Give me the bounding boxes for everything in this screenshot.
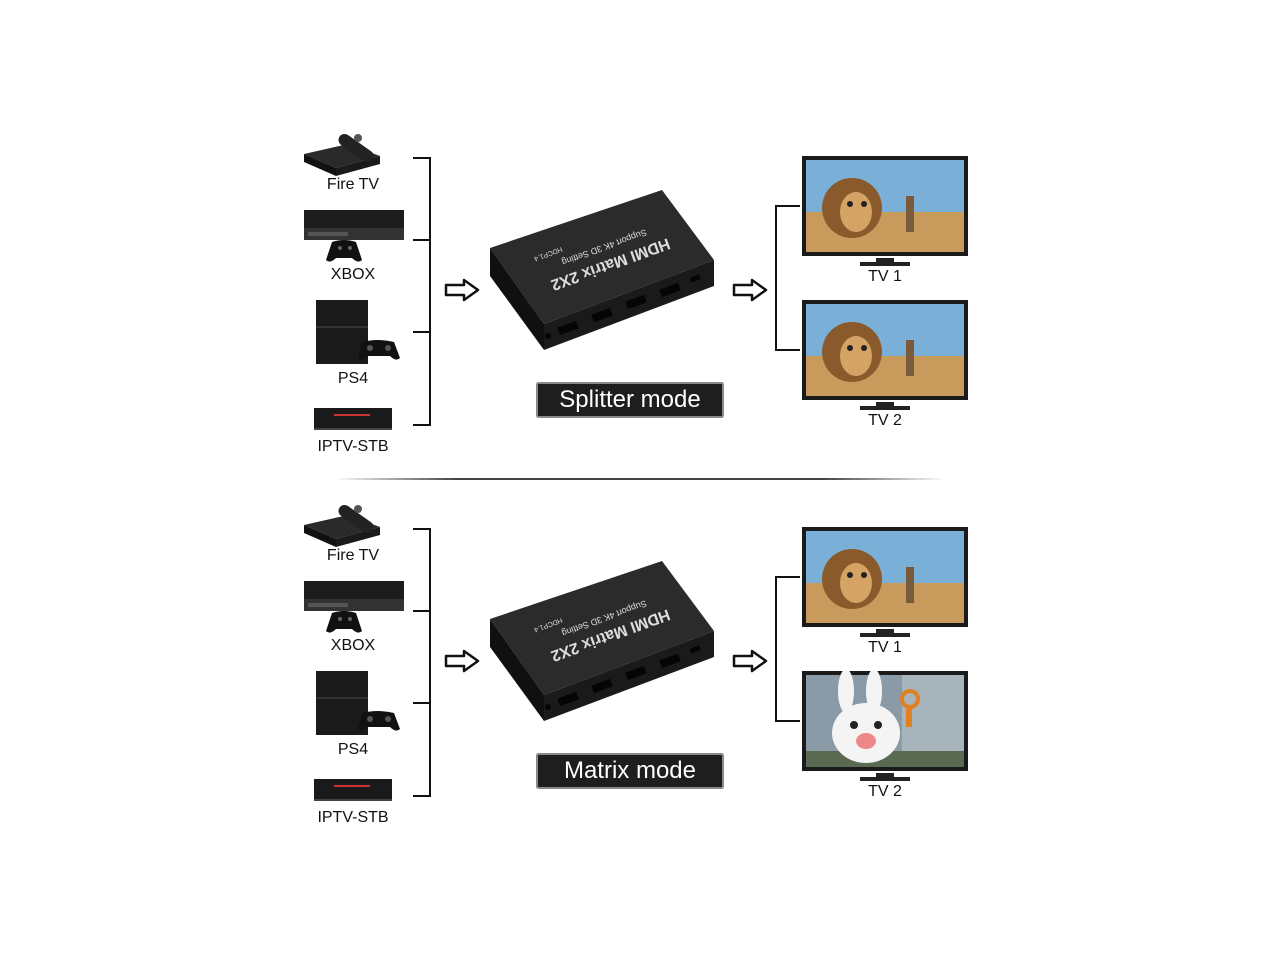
connection-lines <box>413 157 800 426</box>
source-label: Fire TV <box>326 176 380 193</box>
source-label: PS4 <box>337 741 369 758</box>
tv-1-lion-scene <box>802 156 968 266</box>
source-label: IPTV-STB <box>317 809 389 826</box>
xbox-icon <box>304 210 404 262</box>
connection-lines <box>413 528 800 797</box>
arrow-right-icon <box>444 278 480 302</box>
tv-label: TV 2 <box>868 412 902 429</box>
splitter-panel: Fire TV XBOX PS4 IPTV-STB HDMI Matrix 2X… <box>0 110 1280 480</box>
source-label: PS4 <box>337 370 369 387</box>
ps4-icon <box>316 671 400 735</box>
arrow-right-icon <box>732 278 768 302</box>
tv-label: TV 2 <box>868 783 902 800</box>
hdmi-matrix-device: HDMI Matrix 2X2 Support 4K 3D Setting HD… <box>490 561 714 721</box>
matrix-panel: Fire TV XBOX PS4 IPTV-STB HDMI Matrix 2X… <box>0 481 1280 851</box>
ps4-icon <box>316 300 400 364</box>
iptv-stb-icon <box>314 779 392 801</box>
iptv-stb-icon <box>314 408 392 430</box>
mode-label: Splitter mode <box>536 382 724 418</box>
source-label: XBOX <box>330 637 376 654</box>
source-label: Fire TV <box>326 547 380 564</box>
source-label: IPTV-STB <box>317 438 389 455</box>
fire-tv-icon <box>304 504 380 547</box>
source-label: XBOX <box>330 266 376 283</box>
tv-1-lion-scene <box>802 527 968 637</box>
mode-label: Matrix mode <box>536 753 724 789</box>
section-divider <box>335 478 945 480</box>
arrow-right-icon <box>732 649 768 673</box>
tv-label: TV 1 <box>868 268 902 285</box>
fire-tv-icon <box>304 133 380 176</box>
arrow-right-icon <box>444 649 480 673</box>
hdmi-matrix-device: HDMI Matrix 2X2 Support 4K 3D Setting HD… <box>490 190 714 350</box>
tv-2-rabbit-scene <box>802 671 968 781</box>
tv-2-lion-scene <box>802 300 968 410</box>
xbox-icon <box>304 581 404 633</box>
tv-label: TV 1 <box>868 639 902 656</box>
